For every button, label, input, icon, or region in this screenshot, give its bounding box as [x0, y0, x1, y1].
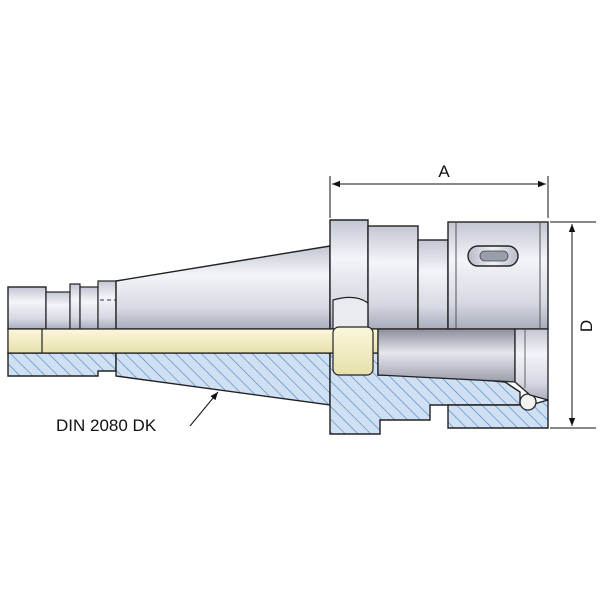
clamping-nut — [447, 221, 549, 330]
bore-seal — [332, 326, 374, 376]
standard-label: DIN 2080 DK — [56, 416, 157, 435]
dimension-a: A — [329, 162, 549, 218]
stud-section — [7, 352, 117, 377]
stud-collar-1 — [45, 291, 71, 330]
pull-stud — [7, 286, 47, 330]
taper-cone — [115, 245, 331, 330]
stud-groove — [69, 283, 81, 330]
bore-plug — [7, 328, 43, 354]
dimension-d-label: D — [577, 320, 596, 332]
body-collar — [367, 225, 419, 330]
collet — [377, 328, 516, 383]
standard-callout: DIN 2080 DK — [56, 391, 219, 435]
exterior-view — [7, 219, 549, 352]
stud-shoulder — [97, 280, 117, 330]
dimension-d: D — [550, 221, 596, 429]
collet-nose — [514, 328, 549, 401]
section-view — [7, 326, 549, 435]
dimension-a-label: A — [438, 162, 450, 181]
coolant-bore — [7, 328, 379, 354]
stud-collar-2 — [79, 286, 99, 330]
taper-section — [115, 352, 331, 406]
body-neck — [417, 239, 449, 330]
